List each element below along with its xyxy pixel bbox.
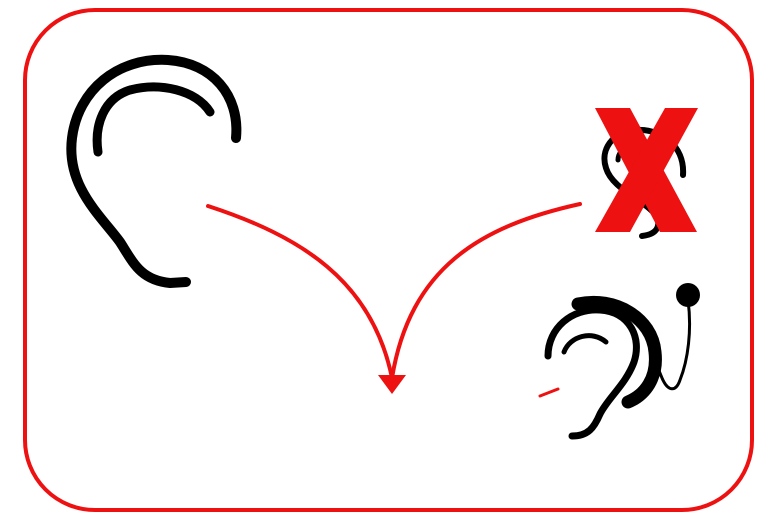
implant-sound-mark xyxy=(540,389,558,396)
ear-outer-helix xyxy=(71,60,236,283)
ear-inner-fold xyxy=(97,87,210,152)
ear-icon xyxy=(71,60,236,283)
arrow-left-curve xyxy=(208,206,392,378)
implant-coil xyxy=(676,283,700,307)
implant-ear-outer xyxy=(548,310,636,436)
arrow-right-curve xyxy=(392,204,580,378)
arrow-head xyxy=(378,375,406,394)
ear-with-cochlear-implant-icon xyxy=(548,300,690,436)
implant-ear-inner xyxy=(564,336,606,352)
